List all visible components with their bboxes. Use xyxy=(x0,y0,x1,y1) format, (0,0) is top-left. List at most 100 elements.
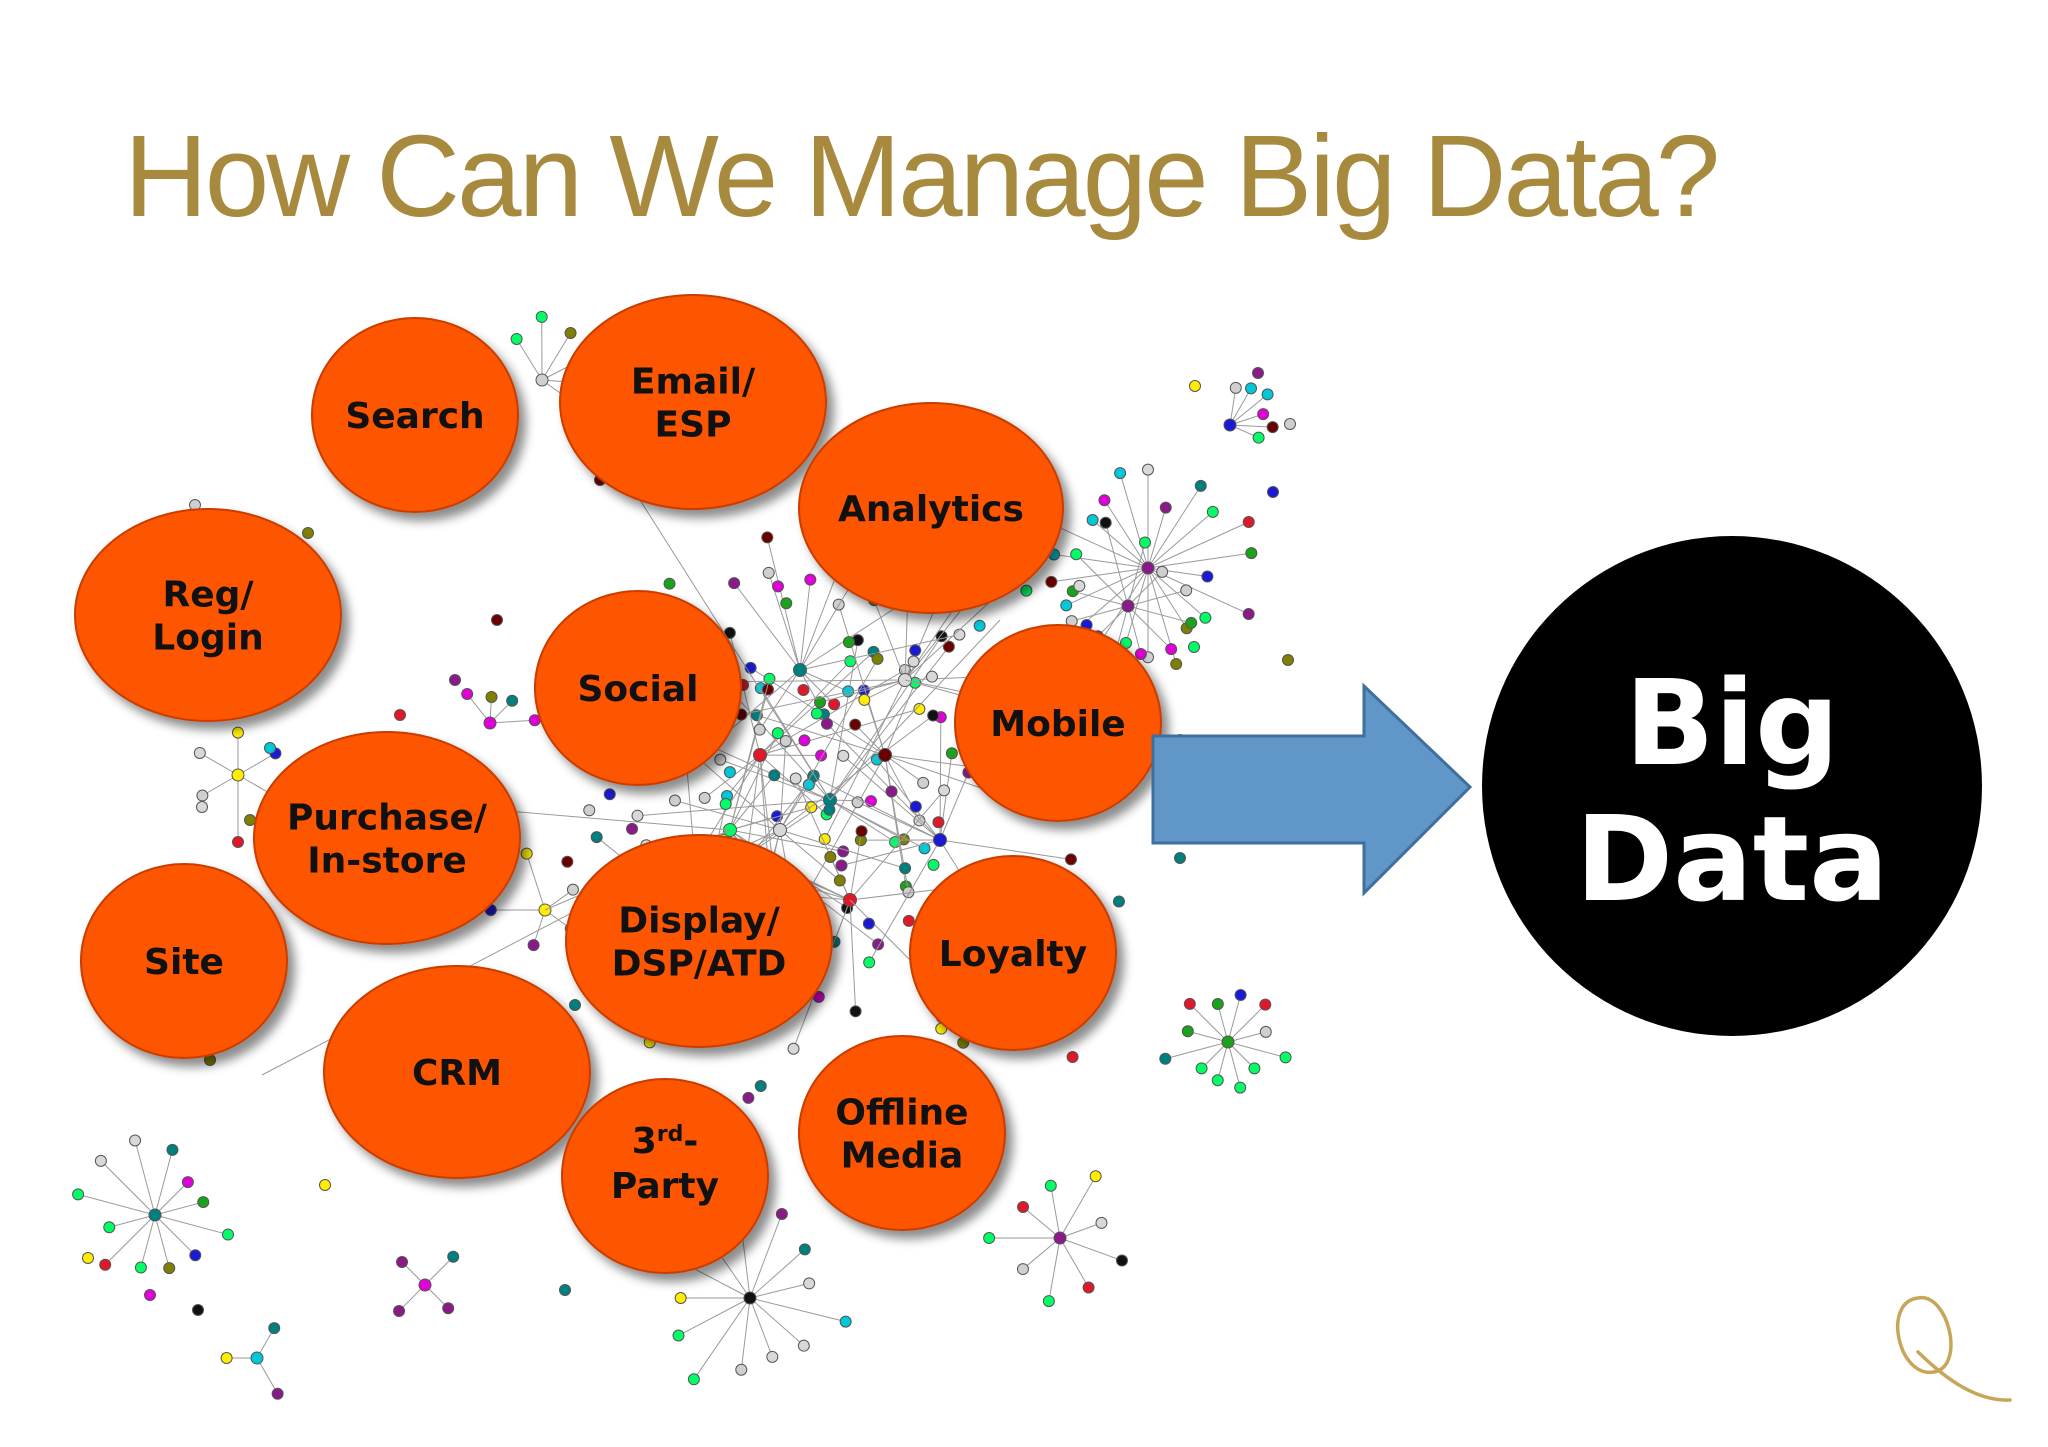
network-node xyxy=(687,1373,700,1386)
bubble-loyalty-shape xyxy=(909,855,1117,1051)
network-node xyxy=(798,734,811,747)
network-edge xyxy=(741,1230,751,1299)
bubble-mobile-label-line1: Mobile xyxy=(990,704,1125,745)
network-node xyxy=(1185,616,1198,629)
network-node xyxy=(780,597,793,610)
network-node xyxy=(728,577,741,590)
network-edge xyxy=(819,679,906,703)
network-node xyxy=(672,1329,685,1342)
network-node xyxy=(871,652,884,665)
network-edge xyxy=(1059,1222,1102,1239)
network-node xyxy=(1064,853,1077,866)
network-node xyxy=(1114,467,1127,480)
network-edge xyxy=(838,604,886,756)
network-edge xyxy=(799,634,960,671)
network-node xyxy=(82,1252,94,1264)
network-node xyxy=(485,690,498,703)
bubble-reg-login: Reg/Login xyxy=(74,508,342,722)
network-node xyxy=(1086,513,1099,526)
bubble-mobile: Mobile xyxy=(954,624,1162,822)
network-node xyxy=(1044,1179,1057,1192)
network-edge xyxy=(140,1214,156,1268)
network-node xyxy=(932,816,945,829)
network-node xyxy=(814,696,827,709)
network-node xyxy=(927,858,940,871)
network-node xyxy=(442,1302,455,1315)
network-edge xyxy=(237,752,276,776)
third-party-superscript: rd xyxy=(657,1122,684,1147)
network-edge xyxy=(749,1213,783,1299)
network-node xyxy=(1082,1281,1095,1294)
network-edge xyxy=(1147,521,1249,569)
bubble-offline-media-label-line2: Media xyxy=(841,1136,964,1177)
network-node xyxy=(1252,367,1264,379)
network-node xyxy=(1156,565,1169,578)
network-edge xyxy=(749,1297,773,1358)
network-node xyxy=(862,917,875,930)
network-edge xyxy=(1075,553,1129,607)
network-node xyxy=(1206,505,1219,518)
network-node xyxy=(264,742,276,754)
network-node xyxy=(231,768,245,782)
network-edge xyxy=(812,776,941,841)
network-node xyxy=(148,1208,162,1222)
network-edge xyxy=(864,679,906,701)
network-node xyxy=(1112,895,1125,908)
network-edge xyxy=(749,1297,846,1323)
network-edge xyxy=(779,741,787,831)
network-node xyxy=(837,845,850,858)
network-node xyxy=(771,727,784,740)
network-node xyxy=(779,735,792,748)
bubble-reg-login-label-line2: Login xyxy=(152,618,263,659)
network-node xyxy=(520,847,533,860)
network-node xyxy=(1115,1254,1128,1267)
network-edge xyxy=(154,1181,189,1216)
network-edge xyxy=(729,774,775,831)
network-node xyxy=(394,709,406,721)
network-node xyxy=(319,1179,331,1191)
network-node xyxy=(1121,599,1135,613)
network-node xyxy=(192,1304,204,1316)
network-node xyxy=(938,784,951,797)
network-node xyxy=(885,785,898,798)
network-node xyxy=(855,825,868,838)
network-node xyxy=(1181,1025,1194,1038)
network-node xyxy=(1053,1231,1067,1245)
network-node xyxy=(1089,1170,1102,1183)
network-node xyxy=(909,800,922,813)
network-edge xyxy=(1229,388,1252,426)
network-node xyxy=(491,614,503,626)
network-edge xyxy=(759,708,920,756)
network-node xyxy=(166,1143,179,1156)
network-node xyxy=(1070,548,1083,561)
network-edge xyxy=(759,754,822,757)
network-node xyxy=(735,1363,748,1376)
network-node xyxy=(535,373,549,387)
network-node xyxy=(909,644,922,657)
network-node xyxy=(824,851,837,864)
bubble-search-shape xyxy=(311,317,519,513)
network-edge xyxy=(829,640,859,801)
network-edge xyxy=(1217,1041,1229,1081)
network-edge xyxy=(1127,542,1146,607)
network-node xyxy=(1195,1062,1208,1075)
network-edge xyxy=(729,678,770,831)
network-edge xyxy=(1127,605,1172,650)
network-edge xyxy=(1227,1041,1241,1088)
network-node xyxy=(771,580,784,593)
network-node xyxy=(220,1352,233,1364)
network-node xyxy=(163,1262,176,1275)
network-edge xyxy=(1147,552,1252,569)
network-node xyxy=(1174,852,1186,864)
network-node xyxy=(1279,1051,1292,1064)
network-edge xyxy=(849,790,945,901)
network-node xyxy=(663,577,676,590)
network-edge xyxy=(202,774,239,796)
network-node xyxy=(945,747,958,760)
network-edge xyxy=(824,679,906,840)
network-edge xyxy=(1119,472,1149,569)
network-node xyxy=(1284,418,1296,430)
network-node xyxy=(913,702,926,715)
network-node xyxy=(1180,584,1193,597)
